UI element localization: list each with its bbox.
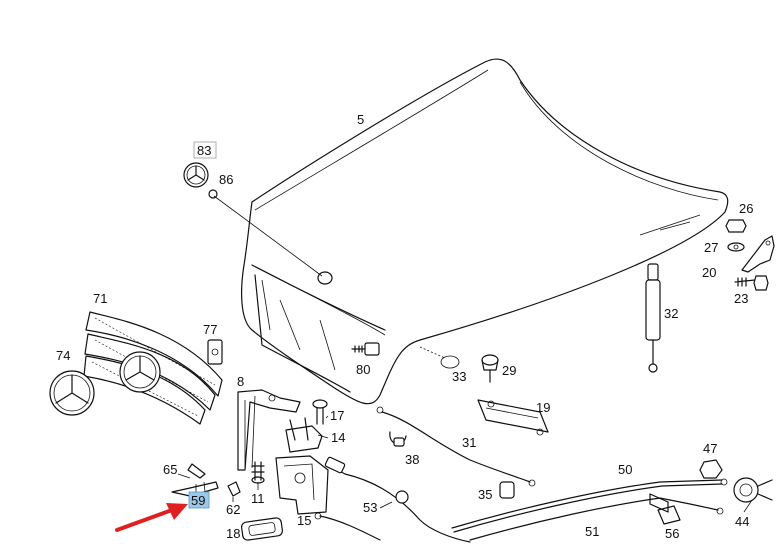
cable-50 [451,478,728,533]
label-27: 27 [704,240,718,255]
label-74: 74 [56,348,70,363]
part-62 [227,481,241,497]
release-handle-18 [240,517,284,541]
stop-29 [481,354,499,383]
bolt-80 [351,342,380,356]
buffer-33 [419,346,460,369]
hood-panel [241,58,729,405]
label-59: 59 [191,493,205,508]
front-star-emblem [49,370,95,416]
label-14: 14 [331,430,345,445]
pointer-arrow [115,503,188,532]
label-83: 83 [197,143,211,158]
label-80: 80 [356,362,370,377]
label-35: 35 [478,487,492,502]
bolt-17 [312,399,328,425]
hood-latch-15 [275,455,329,515]
label-65: 65 [163,462,177,477]
highlight-box-59 [188,491,210,509]
label-71: 71 [93,291,107,306]
cable-53 [314,456,471,543]
part-65 [187,463,206,479]
lock-plate-14 [285,417,323,453]
label-33: 33 [452,369,466,384]
label-15: 15 [297,513,311,528]
label-17: 17 [330,408,344,423]
screw-11 [251,461,265,484]
latch-bracket-8 [237,389,301,471]
clip-77 [207,339,223,365]
label-11: 11 [251,491,265,506]
hinge-fasteners [725,219,775,291]
label-50: 50 [618,462,632,477]
cable-51 [469,493,724,541]
lock-44 [733,477,773,503]
sleeve-35 [499,481,515,499]
label-62: 62 [226,502,240,517]
holder-56 [657,505,681,525]
radiator-grille [83,311,223,425]
label-77: 77 [203,322,217,337]
label-29: 29 [502,363,516,378]
label-44: 44 [735,514,749,529]
leader-lines [177,415,753,513]
label-18: 18 [226,526,240,541]
label-26: 26 [739,201,753,216]
label-5: 5 [357,112,364,127]
label-32: 32 [664,306,678,321]
label-47: 47 [703,441,717,456]
release-cable-31 [376,406,536,487]
label-53: 53 [363,500,377,515]
label-23: 23 [734,291,748,306]
label-19: 19 [536,400,550,415]
label-31: 31 [462,435,476,450]
label-51: 51 [585,524,599,539]
gas-strut-32 [645,263,661,373]
clip-38 [389,431,407,447]
label-86: 86 [219,172,233,187]
label-83-frame [193,141,217,159]
label-8: 8 [237,374,244,389]
label-56: 56 [665,526,679,541]
label-20: 20 [702,265,716,280]
hood-emblem [183,162,323,277]
bracket-19 [477,399,549,436]
label-38: 38 [405,452,419,467]
clip-47 [699,459,723,479]
